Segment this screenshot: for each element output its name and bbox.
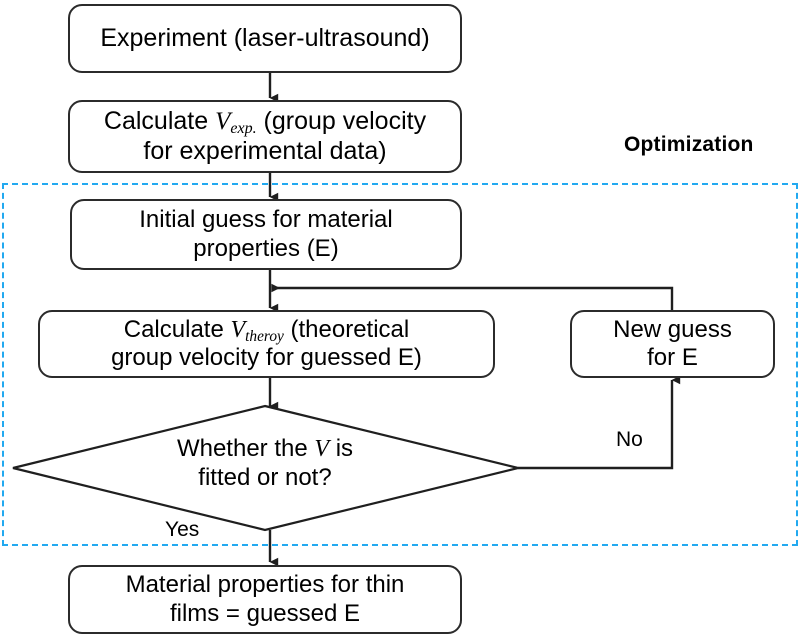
decision-label-pre: Whether the [176, 435, 315, 462]
edge-label-no: No [616, 428, 643, 451]
calc-theory-subscript: theroy [245, 327, 284, 345]
calc-exp-variable-letter: V [215, 108, 231, 135]
node-calculate-v-theory-label: Calculate Vtheroy (theoretical group vel… [103, 316, 430, 373]
node-experiment[interactable]: Experiment (laser-ultrasound) [68, 4, 462, 73]
calc-theory-variable-letter: V [230, 316, 246, 343]
arrow-newguess-feedback-to-calctheory [271, 283, 674, 310]
node-initial-guess-label: Initial guess for material properties (E… [139, 206, 393, 262]
calc-exp-post: (group velocity for experimental data) [143, 107, 427, 165]
node-result-label: Material properties for thin films = gue… [125, 571, 405, 627]
node-new-guess[interactable]: New guess for E [570, 310, 775, 378]
calc-theory-variable-v: Vtheroy [230, 316, 284, 345]
decision-label-post: is fitted or not? [198, 435, 354, 491]
calc-theory-pre: Calculate [123, 315, 231, 343]
edge-label-yes: Yes [165, 518, 200, 541]
node-result-material-properties[interactable]: Material properties for thin films = gue… [68, 565, 462, 634]
node-initial-guess[interactable]: Initial guess for material properties (E… [70, 199, 462, 270]
calc-exp-subscript: exp. [230, 120, 257, 138]
calc-exp-variable-v: Vexp. [215, 108, 257, 138]
node-calculate-v-exp-label: Calculate Vexp. (group velocity for expe… [96, 107, 434, 166]
node-calculate-v-exp[interactable]: Calculate Vexp. (group velocity for expe… [68, 100, 462, 173]
node-calculate-v-theory[interactable]: Calculate Vtheroy (theoretical group vel… [38, 310, 495, 378]
optimization-region-label: Optimization [624, 133, 754, 156]
node-experiment-label: Experiment (laser-ultrasound) [100, 23, 430, 52]
decision-diamond [12, 404, 519, 532]
decision-variable-v: V [314, 436, 330, 462]
decision-label: Whether the V is fitted or not? [100, 435, 430, 493]
node-new-guess-label: New guess for E [613, 315, 732, 371]
optimization-region [2, 183, 798, 546]
calc-theory-post: (theoretical group velocity for guessed … [111, 315, 422, 371]
arrow-decision-no-to-newguess [518, 375, 681, 470]
calc-exp-pre: Calculate [103, 107, 216, 135]
